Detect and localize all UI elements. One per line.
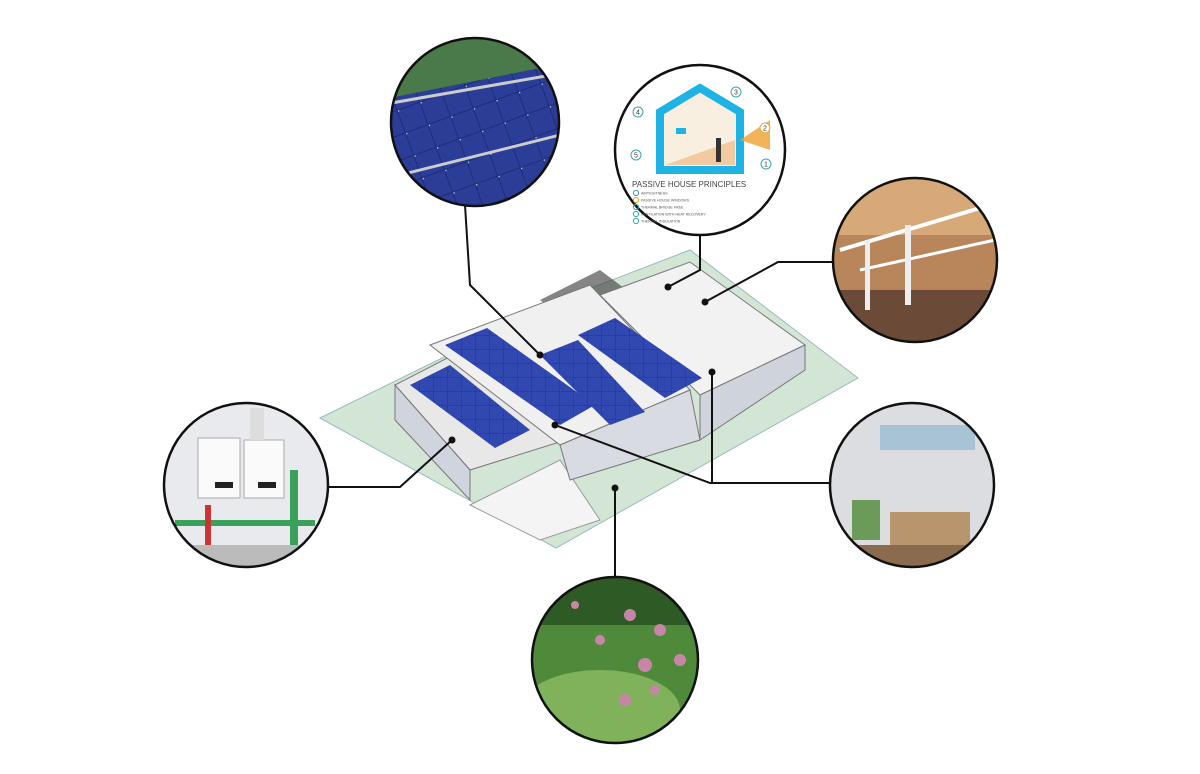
roof-solar-panels [410, 318, 702, 448]
mechanical-boiler-photo [162, 401, 330, 569]
callout-1: 1 [764, 162, 768, 169]
principle-item: AIRTIGHTNESS [641, 192, 668, 196]
leader-dots [448, 283, 716, 492]
solar-array-3 [540, 340, 645, 425]
native-plantings-photo [530, 575, 700, 745]
solar-array-1 [410, 365, 530, 448]
leader-lines [328, 204, 833, 577]
library-reading-room-photo [828, 401, 996, 569]
solar-panels-photo [389, 36, 561, 208]
principle-item: PASSIVE HOUSE WINDOWS [641, 199, 690, 203]
solar-array-4 [578, 318, 702, 398]
solar-array-2 [445, 328, 595, 425]
callout-4: 4 [636, 110, 640, 117]
passive-house-diagram: 1 2 3 4 5 PASSIVE HOUSE PRINCIPLES AIRTI… [613, 63, 787, 237]
person-icon [716, 138, 721, 162]
passive-house-title: PASSIVE HOUSE PRINCIPLES [632, 180, 746, 189]
library-ceiling-photo [831, 176, 999, 344]
principle-item: VENTILATION WITH HEAT RECOVERY [641, 213, 706, 217]
principle-item: THERMAL BRIDGE FREE [641, 206, 684, 210]
callout-5: 5 [634, 153, 638, 160]
callout-3: 3 [734, 90, 738, 97]
principle-item: THERMAL INSULATION [641, 220, 681, 224]
callout-2: 2 [763, 126, 767, 133]
